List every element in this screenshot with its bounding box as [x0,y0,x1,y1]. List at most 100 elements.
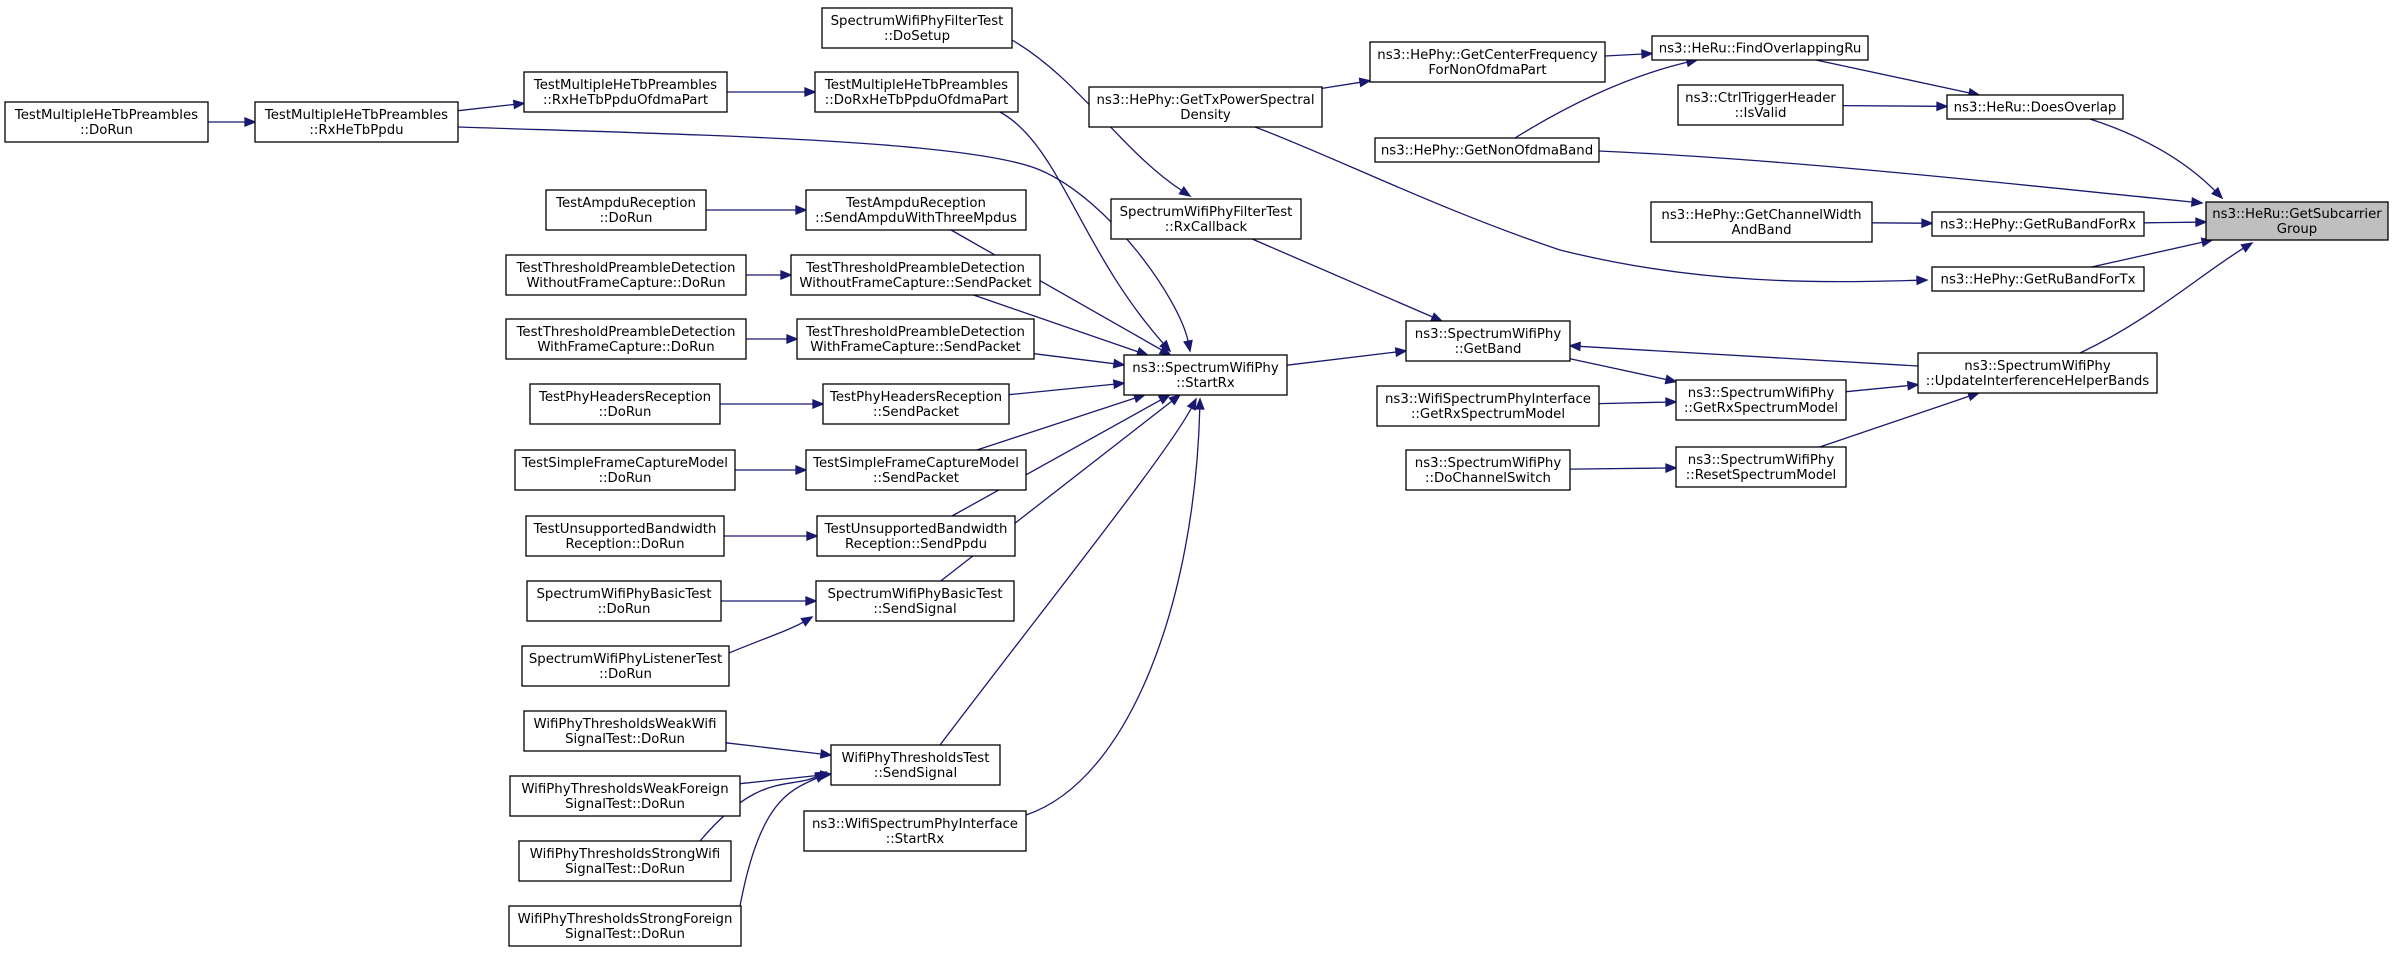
node-doesOverlap[interactable]: ns3::HeRu::DoesOverlap [1946,94,2124,120]
node-basicDoRun[interactable]: SpectrumWifiPhyBasicTest::DoRun [526,580,722,622]
node-label-line: SpectrumWifiPhyListenerTest [529,652,722,667]
edge-line [1578,345,1919,367]
node-getRxSpectrumModel[interactable]: ns3::SpectrumWifiPhy::GetRxSpectrumModel [1675,379,1847,421]
edge-ifaceStartRx-to-startRx [1025,397,1205,816]
edge-line [2143,221,2198,224]
node-tpdWoSend[interactable]: TestThresholdPreambleDetectionWithoutFra… [790,254,1041,296]
node-thrWeakForeign[interactable]: WifiPhyThresholdsWeakForeignSignalTest::… [509,775,741,817]
arrowhead [1157,394,1172,405]
arrowhead [1178,186,1192,197]
node-label-line: ::DoRxHeTbPpduOfdmaPart [825,93,1008,108]
node-doChannelSwitch[interactable]: ns3::SpectrumWifiPhy::DoChannelSwitch [1405,449,1571,491]
node-phrDoRun[interactable]: TestPhyHeadersReception::DoRun [529,383,721,425]
edge-line [1845,384,1910,393]
node-label-line: WifiPhyThresholdsStrongWifi [530,847,720,862]
node-label-line: ::SendPacket [873,405,959,420]
node-box [518,840,732,882]
node-box [803,810,1027,852]
node-label-line: Density [1180,108,1231,123]
node-mhtbRxOfdma[interactable]: TestMultipleHeTbPreambles::RxHeTbPpduOfd… [523,71,728,113]
node-filterRxCallback[interactable]: SpectrumWifiPhyFilterTest::RxCallback [1110,198,1302,240]
arrowhead [812,399,825,409]
node-box [796,318,1035,360]
edge-line [939,406,1193,746]
arrowhead [1158,345,1172,356]
arrowhead [786,334,799,344]
node-label-line: SpectrumWifiPhyBasicTest [536,587,711,602]
node-label-line: TestMultipleHeTbPreambles [533,78,717,93]
node-label-line: WifiPhyThresholdsStrongForeign [518,912,733,927]
node-startRx[interactable]: ns3::SpectrumWifiPhy::StartRx [1123,354,1288,396]
node-box [545,189,707,231]
edge-line [1286,351,1398,366]
node-label-line: ns3::CtrlTriggerHeader [1685,91,1836,106]
node-label-line: TestSimpleFrameCaptureModel [521,456,728,471]
node-label-line: WithoutFrameCapture::SendPacket [799,276,1031,291]
node-ampduSend[interactable]: TestAmpduReception::SendAmpduWithThreeMp… [805,189,1027,231]
node-getNonOfdmaBand[interactable]: ns3::HePhy::GetNonOfdmaBand [1374,137,1600,163]
node-getBand[interactable]: ns3::SpectrumWifiPhy::GetBand [1405,320,1571,362]
node-label-line: ::SendSignal [874,766,957,781]
node-basicSend[interactable]: SpectrumWifiPhyBasicTest::SendSignal [815,580,1015,622]
node-mhtbDoRxOfdma[interactable]: TestMultipleHeTbPreambles::DoRxHeTbPpduO… [814,71,1019,113]
node-thrWeakWifi[interactable]: WifiPhyThresholdsWeakWifiSignalTest::DoR… [523,710,727,752]
arrowhead [1183,339,1193,353]
edge-line [1008,383,1116,396]
edge-getTxPsd-to-getRuBandForTx [1254,126,1929,286]
node-isValid[interactable]: ns3::CtrlTriggerHeader::IsValid [1677,84,1844,126]
node-filterDoSetup[interactable]: SpectrumWifiPhyFilterTest::DoSetup [821,7,1013,49]
node-tpdWDoRun[interactable]: TestThresholdPreambleDetectionWithFrameC… [505,318,747,360]
node-resetSpectrumModel[interactable]: ns3::SpectrumWifiPhy::ResetSpectrumModel [1675,446,1847,488]
node-listenerDoRun[interactable]: SpectrumWifiPhyListenerTest::DoRun [521,645,730,687]
node-box [526,580,722,622]
node-mhtbRxHeTbPpdu[interactable]: TestMultipleHeTbPreambles::RxHeTbPpdu [254,101,459,143]
node-label-line: ::SendPacket [873,471,959,486]
node-tpdWSend[interactable]: TestThresholdPreambleDetectionWithFrameC… [796,318,1035,360]
node-ampduDoRun[interactable]: TestAmpduReception::DoRun [545,189,707,231]
edge-line [699,775,819,842]
edge-mhtbRxOfdma-to-mhtbDoRxOfdma [727,87,817,97]
arrowhead [795,205,808,215]
node-getCenterFrequency[interactable]: ns3::HePhy::GetCenterFrequencyForNonOfdm… [1369,41,1606,83]
node-tpdWoDoRun[interactable]: TestThresholdPreambleDetectionWithoutFra… [505,254,747,296]
node-ubSend[interactable]: TestUnsupportedBandwidthReception::SendP… [816,515,1016,557]
node-findOverlappingRu[interactable]: ns3::HeRu::FindOverlappingRu [1651,35,1869,61]
edge-line [1254,126,1919,283]
node-label-line: ::DoRun [80,123,133,138]
node-getRuBandForRx[interactable]: ns3::HePhy::GetRuBandForRx [1931,211,2145,237]
node-ifaceStartRx[interactable]: ns3::WifiSpectrumPhyInterface::StartRx [803,810,1027,852]
node-box [1123,354,1288,396]
node-label-line: ns3::WifiSpectrumPhyInterface [1385,392,1591,407]
node-getRuBandForTx[interactable]: ns3::HePhy::GetRuBandForTx [1931,266,2145,292]
edge-ubSend-to-startRx [951,394,1172,517]
node-updateInterference[interactable]: ns3::SpectrumWifiPhy::UpdateInterference… [1917,352,2158,394]
node-box [1675,379,1847,421]
node-label-line: TestSimpleFrameCaptureModel [812,456,1019,471]
node-ifaceGetRxSpectrumModel[interactable]: ns3::WifiSpectrumPhyInterface::GetRxSpec… [1376,385,1600,427]
node-box [508,905,742,947]
edge-startRx-to-getBand [1286,347,1408,366]
node-phrSend[interactable]: TestPhyHeadersReception::SendPacket [822,383,1010,425]
node-mhtbDoRun[interactable]: TestMultipleHeTbPreambles::DoRun [4,101,209,143]
node-thrStrongForeign[interactable]: WifiPhyThresholdsStrongForeignSignalTest… [508,905,742,947]
node-label-line: ns3::HePhy::GetChannelWidth [1661,208,1861,223]
node-thrStrongWifi[interactable]: WifiPhyThresholdsStrongWifiSignalTest::D… [518,840,732,882]
node-thrSend[interactable]: WifiPhyThresholdsTest::SendSignal [830,744,1001,786]
node-sfcDoRun[interactable]: TestSimpleFrameCaptureModel::DoRun [514,449,736,491]
node-label-line: TestAmpduReception [845,196,986,211]
node-label-line: ForNonOfdmaPart [1428,63,1546,78]
node-label-line: SignalTest::DoRun [565,927,685,942]
node-label-line: ::RxHeTbPpduOfdmaPart [543,93,708,108]
arrowhead [795,465,808,475]
node-box [505,318,747,360]
arrowhead [1665,463,1678,474]
arrowhead [2190,197,2204,207]
node-label-line: TestMultipleHeTbPreambles [14,108,198,123]
arrowhead [1430,312,1444,322]
arrowhead [1168,393,1182,406]
node-sfcSend[interactable]: TestSimpleFrameCaptureModel::SendPacket [805,449,1027,491]
